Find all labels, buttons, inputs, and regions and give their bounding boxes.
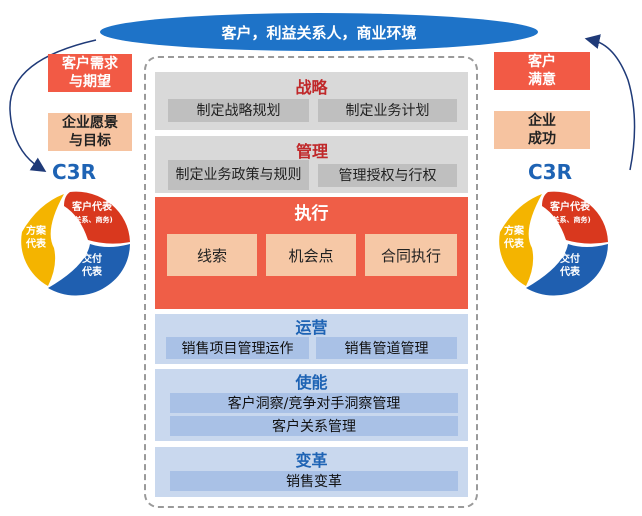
left-wheel-customer-rep: 客户代表 — [71, 200, 113, 213]
leads-chip: 线索 — [167, 234, 257, 276]
management-title: 管理 — [295, 142, 328, 161]
right-wheel-delivery-segment — [526, 244, 608, 296]
right-wheel-solution-rep-line2: 代表 — [503, 237, 525, 250]
left-wheel-solution-segment — [21, 194, 64, 286]
right-wheel-solution-segment — [499, 194, 542, 286]
left-wheel-customer-rep-sub: (关系、商务) — [71, 215, 112, 224]
left-wheel-delivery-segment — [48, 244, 130, 296]
left-c3r-label: C3R — [52, 160, 96, 184]
authorization-chip: 管理授权与行权 — [318, 164, 457, 187]
left-wheel-customer-segment — [64, 191, 130, 244]
right-wheel-customer-rep: 客户代表 — [549, 200, 591, 213]
sales-project-chip: 销售项目管理运作 — [166, 337, 309, 359]
vision-goals-box: 企业愿景 与目标 — [48, 113, 132, 151]
left-wheel-delivery-rep-line1: 交付 — [82, 252, 102, 265]
policy-rules-chip: 制定业务政策与规则 — [168, 160, 309, 190]
customer-needs-line2: 与期望 — [69, 74, 111, 90]
customer-satisfaction-line1: 客户 — [528, 54, 556, 70]
right-cycle-arrow — [584, 34, 636, 171]
right-wheel-customer-segment — [542, 191, 608, 244]
sales-pipeline-chip: 销售管道管理 — [316, 337, 457, 359]
vision-goals-line1: 企业愿景 — [62, 115, 118, 131]
sales-transformation-chip: 销售变革 — [170, 471, 458, 491]
enablement-title: 使能 — [295, 373, 328, 392]
strategy-plan-chip: 制定战略规划 — [168, 99, 309, 122]
execution-title: 执行 — [294, 203, 329, 224]
opportunity-chip: 机会点 — [266, 234, 356, 276]
transformation-title: 变革 — [295, 451, 328, 470]
right-c3r-wheel: 客户代表 (关系、商务) 方案 代表 交付 代表 — [486, 186, 616, 296]
operation-title: 运营 — [295, 318, 328, 337]
customer-needs-box: 客户需求 与期望 — [48, 54, 132, 92]
vision-goals-line2: 与目标 — [69, 133, 111, 149]
customer-satisfaction-box: 客户 满意 — [494, 52, 590, 90]
banner-text: 客户，利益关系人，商业环境 — [221, 23, 417, 42]
right-wheel-customer-rep-sub: (关系、商务) — [549, 215, 590, 224]
left-wheel-solution-rep-line1: 方案 — [26, 224, 47, 237]
left-c3r-wheel: 客户代表 (关系、商务) 方案 代表 交付 代表 — [8, 186, 138, 296]
right-wheel-delivery-rep-line1: 交付 — [560, 252, 580, 265]
contract-execution-chip: 合同执行 — [365, 234, 457, 276]
top-banner: 客户，利益关系人，商业环境 — [100, 13, 538, 51]
left-wheel-delivery-rep-line2: 代表 — [81, 265, 103, 278]
enterprise-success-line2: 成功 — [528, 131, 556, 147]
customer-insight-chip: 客户洞察/竞争对手洞察管理 — [170, 393, 458, 413]
right-c3r-label: C3R — [528, 160, 572, 184]
customer-relationship-chip: 客户关系管理 — [170, 416, 458, 436]
right-wheel-delivery-rep-line2: 代表 — [559, 265, 581, 278]
right-wheel-solution-rep-line1: 方案 — [504, 224, 525, 237]
strategy-title: 战略 — [295, 78, 328, 97]
customer-needs-line1: 客户需求 — [62, 56, 118, 72]
enterprise-success-box: 企业 成功 — [494, 111, 590, 149]
business-plan-chip: 制定业务计划 — [318, 99, 457, 122]
customer-satisfaction-line2: 满意 — [528, 72, 556, 88]
enterprise-success-line1: 企业 — [528, 113, 556, 129]
process-frame — [144, 56, 478, 508]
left-wheel-solution-rep-line2: 代表 — [25, 237, 47, 250]
